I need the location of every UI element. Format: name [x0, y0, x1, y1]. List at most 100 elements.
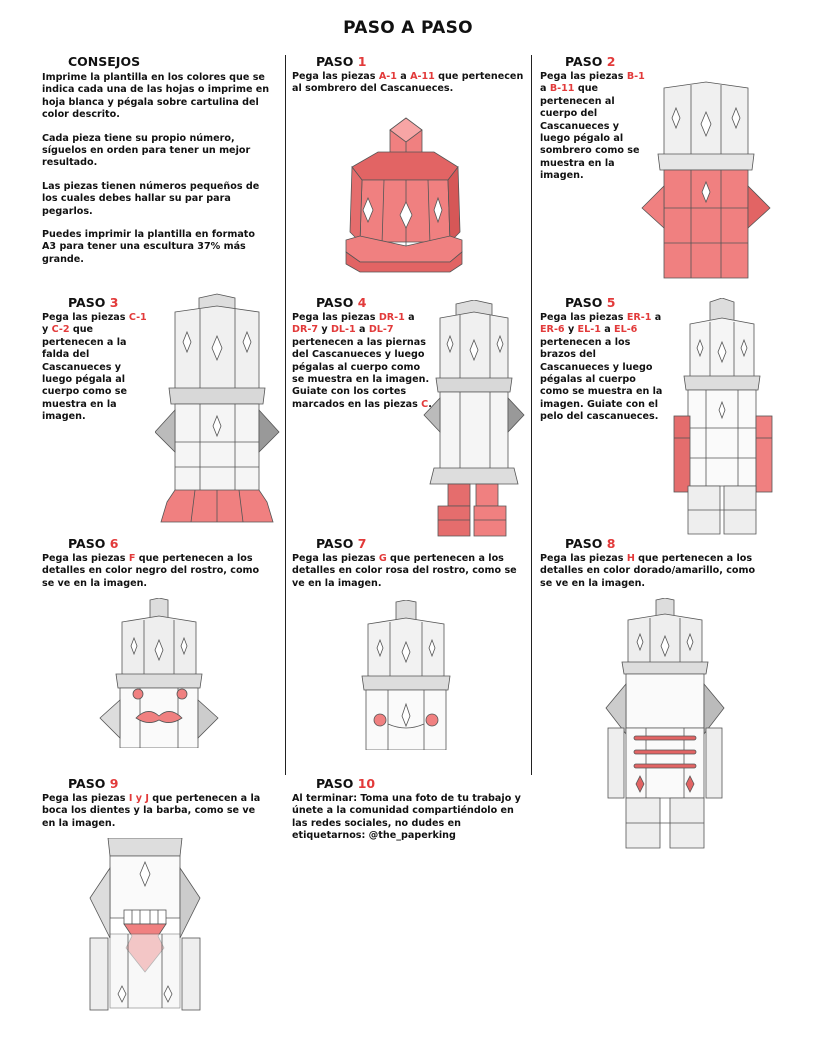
- step-number: 3: [109, 295, 119, 310]
- piece-code: B-11: [549, 83, 575, 95]
- step-1-hat-illustration: [345, 117, 463, 273]
- consejos-paragraph-1: Imprime la plantilla en los colores que …: [42, 72, 270, 121]
- step-text-segment: a: [355, 324, 369, 336]
- step-8-text: Pega las piezas H que pertenecen a los d…: [540, 553, 768, 590]
- piece-code: I y J: [128, 793, 149, 804]
- piece-code: F: [128, 553, 136, 564]
- step-9-beard-illustration: [89, 838, 201, 1011]
- step-text-segment: pertenecen a los brazos del Cascanueces …: [540, 336, 663, 423]
- piece-code: ER-6: [540, 324, 565, 336]
- step-word: PASO: [68, 536, 106, 551]
- piece-code: ER-1: [626, 312, 652, 323]
- piece-code: H: [626, 553, 635, 564]
- step-text-segment: a: [600, 324, 615, 336]
- step-text-segment: que pertenecen a los detalles en color r…: [292, 553, 517, 589]
- step-text-segment: Pega las piezas: [540, 71, 627, 82]
- step-text-segment: a: [396, 71, 411, 82]
- step-text-segment: que pertenecen a los detalles en color d…: [540, 553, 756, 589]
- step-text-segment: Pega las piezas: [292, 71, 379, 82]
- column-divider-right: [531, 55, 532, 775]
- step-4-text: Pega las piezas DR-1 a DR-7 y DL-1 a DL-…: [292, 312, 434, 411]
- step-text-segment: que pertenecen a la boca los dientes y l…: [42, 793, 261, 829]
- consejos-paragraph-3: Las piezas tienen números pequeños de lo…: [42, 180, 260, 217]
- consejos-heading: CONSEJOS: [68, 54, 141, 69]
- step-word: PASO: [565, 295, 603, 310]
- page-title: PASO A PASO: [343, 18, 473, 38]
- column-divider-left: [285, 55, 286, 775]
- piece-code: DR-1: [378, 312, 405, 323]
- step-text-segment: que pertenecen a la falda del Cascanuece…: [42, 324, 127, 423]
- consejos-text: Imprime la plantilla en los colores que …: [42, 72, 270, 277]
- step-text-segment: Pega las piezas: [42, 793, 129, 804]
- step-text-segment: Pega las piezas: [540, 553, 627, 564]
- consejos-paragraph-2: Cada pieza tiene su propio número, sígue…: [42, 132, 251, 169]
- step-word: PASO: [316, 54, 354, 69]
- step-word: PASO: [68, 295, 106, 310]
- step-text-segment: que pertenecen a los detalles en color n…: [42, 553, 260, 589]
- step-9-heading: PASO 9: [68, 776, 118, 791]
- step-text-segment: a: [404, 312, 415, 323]
- step-word: PASO: [316, 536, 354, 551]
- step-word: PASO: [565, 536, 603, 551]
- step-text-segment: que pertenecen al sombrero del Cascanuec…: [292, 71, 524, 95]
- piece-code: C-1: [128, 312, 147, 323]
- step-text-segment: Pega las piezas: [42, 312, 129, 323]
- step-text-segment: y: [564, 324, 578, 336]
- step-2-heading: PASO 2: [565, 54, 615, 69]
- step-text-segment: Pega las piezas: [540, 312, 627, 323]
- step-3-text: Pega las piezas C-1 y C-2 que pertenecen…: [42, 312, 154, 424]
- step-text-segment: .: [428, 398, 432, 410]
- step-text-segment: y: [42, 324, 52, 336]
- step-number: 10: [357, 776, 376, 791]
- step-10-text: Al terminar: Toma una foto de tu trabajo…: [292, 793, 524, 843]
- piece-code: C-2: [51, 324, 70, 336]
- piece-code: DL-7: [368, 324, 394, 336]
- step-7-text: Pega las piezas G que pertenecen a los d…: [292, 553, 518, 590]
- step-word: PASO: [316, 295, 354, 310]
- step-number: 5: [606, 295, 616, 310]
- step-number: 6: [109, 536, 119, 551]
- step-text-segment: a: [651, 312, 662, 323]
- step-word: PASO: [565, 54, 603, 69]
- step-number: 7: [357, 536, 367, 551]
- step-6-face-illustration: [99, 598, 219, 748]
- step-5-heading: PASO 5: [565, 295, 615, 310]
- step-text-segment: pertenecen a las piernas del Cascanueces…: [292, 336, 430, 410]
- piece-code: DR-7: [292, 324, 319, 336]
- piece-code: A-1: [378, 71, 397, 82]
- step-text-segment: y: [318, 324, 331, 336]
- step-word: PASO: [316, 776, 354, 791]
- step-text-segment: Al terminar: Toma una foto de tu trabajo…: [292, 793, 521, 842]
- step-5-arms-illustration: [673, 298, 773, 535]
- step-text-segment: Pega las piezas: [292, 553, 379, 564]
- step-3-heading: PASO 3: [68, 295, 118, 310]
- piece-code: DL-1: [330, 324, 356, 336]
- step-text-segment: Pega las piezas: [42, 553, 129, 564]
- step-5-text: Pega las piezas ER-1 a ER-6 y EL-1 a EL-…: [540, 312, 668, 424]
- piece-code: EL-6: [614, 324, 638, 336]
- step-1-heading: PASO 1: [316, 54, 366, 69]
- step-number: 9: [109, 776, 119, 791]
- step-4-legs-illustration: [423, 300, 525, 537]
- step-2-body-illustration: [641, 81, 771, 279]
- step-4-heading: PASO 4: [316, 295, 366, 310]
- step-word: PASO: [68, 776, 106, 791]
- step-8-gold-details-illustration: [605, 598, 725, 849]
- step-6-text: Pega las piezas F que pertenecen a los d…: [42, 553, 264, 590]
- piece-code: A-11: [410, 71, 435, 82]
- step-number: 2: [606, 54, 616, 69]
- step-number: 8: [606, 536, 616, 551]
- step-number: 1: [357, 54, 367, 69]
- step-7-heading: PASO 7: [316, 536, 366, 551]
- step-10-heading: PASO 10: [316, 776, 375, 791]
- piece-code: EL-1: [577, 324, 601, 336]
- piece-code: C: [421, 398, 429, 410]
- piece-code: G: [378, 553, 387, 564]
- piece-code: B-1: [626, 71, 645, 82]
- step-text-segment: a: [540, 83, 550, 95]
- step-text-segment: que pertenecen al cuerpo del Cascanueces…: [540, 83, 640, 182]
- step-text-segment: Pega las piezas: [292, 312, 379, 323]
- step-7-face-illustration: [361, 600, 451, 750]
- step-1-text: Pega las piezas A-1 a A-11 que pertenece…: [292, 71, 524, 96]
- step-8-heading: PASO 8: [565, 536, 615, 551]
